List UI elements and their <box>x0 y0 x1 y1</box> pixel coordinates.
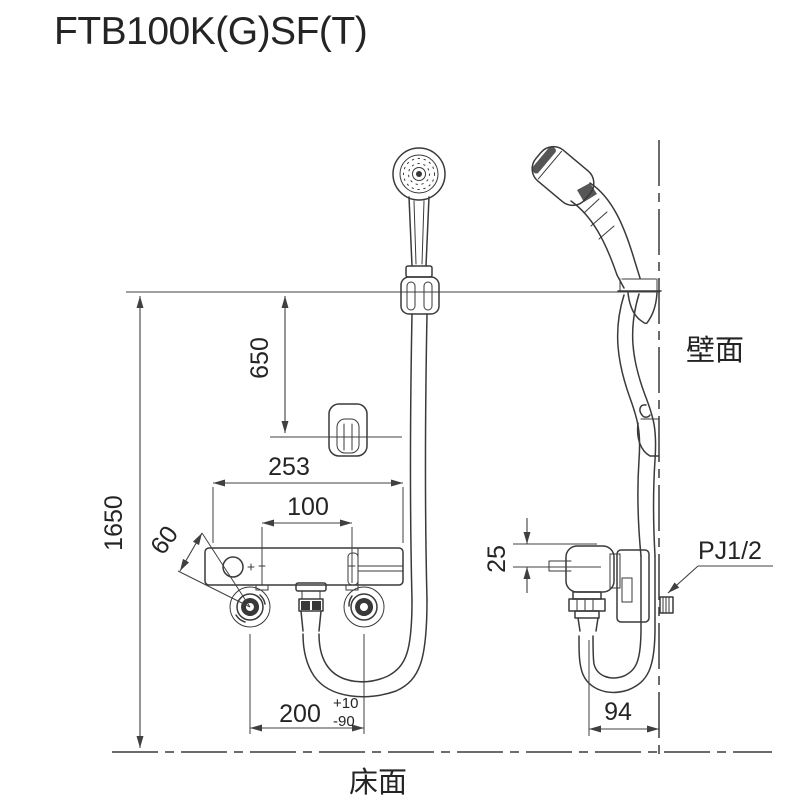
dim-faucet-width: 253 <box>212 453 404 543</box>
dim-pipe-pitch: 200 +10 -90 <box>249 634 365 734</box>
dim-pipe-pitch-label: 200 <box>279 700 321 728</box>
floor-label: 床面 <box>349 766 407 799</box>
thread-spec-callout: PJ1/2 <box>667 537 773 594</box>
dim-holder-height: 1650 <box>100 296 144 748</box>
shower-hose-side <box>578 293 657 694</box>
dim-holder-height-label: 1650 <box>100 495 128 551</box>
reference-lines <box>112 140 772 757</box>
dim-crank-offset-label: 60 <box>145 521 184 560</box>
shower-handle-side <box>570 182 641 289</box>
thread-spec-label: PJ1/2 <box>698 537 762 565</box>
spare-holder-front <box>328 403 368 457</box>
shower-handle-front <box>405 196 433 278</box>
dim-wall-clearance: 94 <box>588 640 659 736</box>
right-crank-leg-front <box>343 584 385 628</box>
shower-holder-side <box>617 278 662 325</box>
dim-holder-spacing: 650 <box>246 296 402 438</box>
dim-inlet-pitch: 100 <box>261 493 353 583</box>
side-view <box>531 145 674 694</box>
model-number-title: FTB100K(G)SF(T) <box>54 10 367 53</box>
dim-union-offset-label: 25 <box>483 545 511 573</box>
hose-outlet-front <box>295 582 327 632</box>
front-view <box>204 147 446 698</box>
faucet-side <box>548 545 650 632</box>
wall-thread-nipple <box>659 596 674 614</box>
shower-head-front <box>392 147 446 201</box>
dim-holder-spacing-label: 650 <box>246 337 274 379</box>
left-crank-leg-front <box>229 584 271 628</box>
dim-faucet-width-label: 253 <box>268 453 310 481</box>
shower-holder-front <box>400 276 440 315</box>
dim-pipe-pitch-tolerance-plus: +10 <box>333 695 358 712</box>
dim-inlet-pitch-label: 100 <box>287 493 329 521</box>
dim-wall-clearance-label: 94 <box>604 698 632 726</box>
dim-union-offset: 25 <box>483 518 601 593</box>
dim-pipe-pitch-tolerance-minus: -90 <box>333 713 355 730</box>
spare-holder-side <box>636 404 660 457</box>
shower-head-side <box>531 145 597 207</box>
wall-label: 壁面 <box>686 334 744 367</box>
faucet-body-front <box>204 547 404 586</box>
